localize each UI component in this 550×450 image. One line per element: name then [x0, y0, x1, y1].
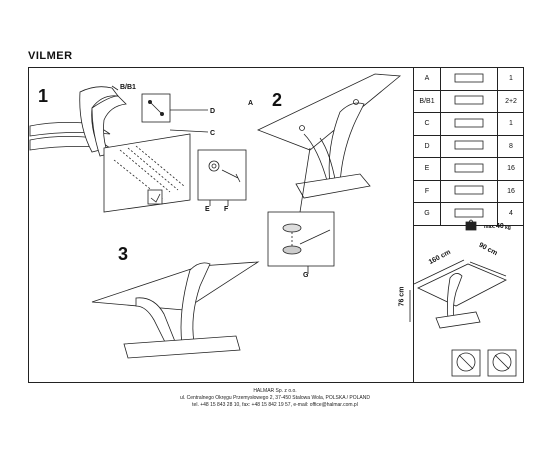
footer-address: ul. Centralnego Okręgu Przemysłowego 2, …	[179, 395, 370, 401]
parts-row: E 16	[414, 157, 524, 181]
footer-contact: tel. +48 15 843 28 10, fax: +48 15 842 1…	[192, 402, 358, 408]
step3-table	[91, 261, 260, 359]
part-quantity: 16	[497, 157, 524, 181]
step-number-3: 3	[118, 244, 129, 264]
bolt-icon	[440, 135, 498, 158]
weight-icon	[465, 221, 477, 231]
plate-icon	[440, 112, 498, 136]
dimension-sketch	[409, 259, 507, 329]
no-stand-warning-icon	[487, 349, 517, 377]
weight-label: max.	[484, 224, 496, 230]
part-letter: C	[414, 112, 441, 136]
step2-leg	[295, 102, 371, 199]
part-quantity: 4	[497, 202, 524, 226]
parts-row: F 16	[414, 180, 524, 203]
step1-plate	[103, 133, 191, 213]
part-letter: D	[414, 135, 441, 158]
part-letter: E	[414, 157, 441, 181]
panel-divider	[413, 68, 414, 382]
step1-screw-detail	[197, 149, 247, 201]
part-quantity: 8	[497, 135, 524, 158]
step1-leg-panels	[29, 86, 127, 157]
callout-g: G	[303, 272, 309, 279]
callout-c: C	[210, 130, 216, 137]
no-climb-warning-icon	[451, 349, 481, 377]
footer-company: HALMAR Sp. z o.o.	[253, 388, 297, 394]
step-number-2: 2	[272, 90, 283, 110]
screw-icon	[440, 180, 498, 203]
leg-panel-icon	[440, 90, 498, 113]
parts-row: B/B1 2+2	[414, 90, 524, 113]
part-quantity: 2+2	[497, 90, 524, 113]
part-letter: A	[414, 68, 441, 91]
part-letter: B/B1	[414, 90, 441, 113]
part-letter: G	[414, 202, 441, 226]
part-quantity: 16	[497, 180, 524, 203]
callout-b: B/B1	[120, 84, 136, 91]
part-quantity: 1	[497, 68, 524, 91]
callout-f: F	[224, 206, 229, 213]
callout-a: A	[248, 100, 254, 107]
part-letter: F	[414, 180, 441, 203]
part-quantity: 1	[497, 112, 524, 136]
step-number-1: 1	[38, 86, 49, 106]
suction-pad-icon	[440, 157, 498, 181]
step2-glass-top	[256, 73, 402, 151]
weight-unit: kg	[505, 225, 511, 231]
step2-pad-detail	[267, 211, 335, 267]
callout-e: E	[205, 206, 210, 213]
callout-d: D	[210, 108, 216, 115]
weight-value: 40	[496, 223, 504, 230]
glass-top-icon	[440, 68, 498, 91]
product-title: VILMER	[28, 50, 73, 62]
